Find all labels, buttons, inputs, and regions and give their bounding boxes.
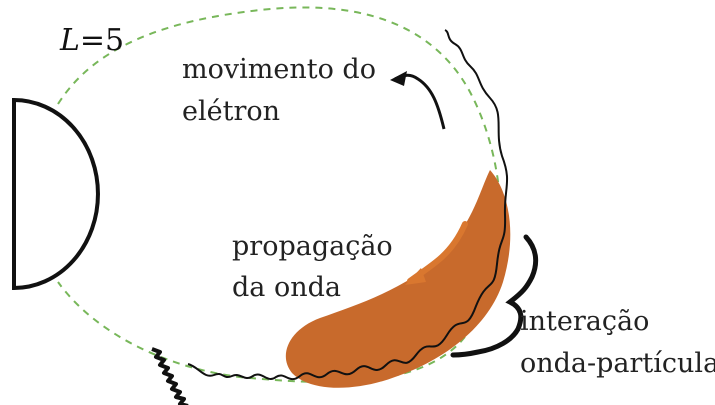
compressed-wave-segment [152, 349, 188, 405]
l-variable: L [59, 23, 80, 58]
electron-motion-label-line2: elétron [182, 96, 280, 127]
l-value: =5 [80, 23, 124, 58]
electron-arrowhead-icon [390, 71, 407, 86]
wave-propagation-label-line2: da onda [232, 272, 341, 303]
l-label: L=5 [59, 23, 124, 58]
planet-half-disc-icon [14, 100, 98, 288]
electron-motion-label-line1: movimento do [182, 54, 376, 85]
wave-propagation-label-line1: propagação [232, 231, 393, 262]
interaction-label-line2: onda-partícula [520, 348, 715, 379]
interaction-label-line1: interação [520, 306, 649, 337]
